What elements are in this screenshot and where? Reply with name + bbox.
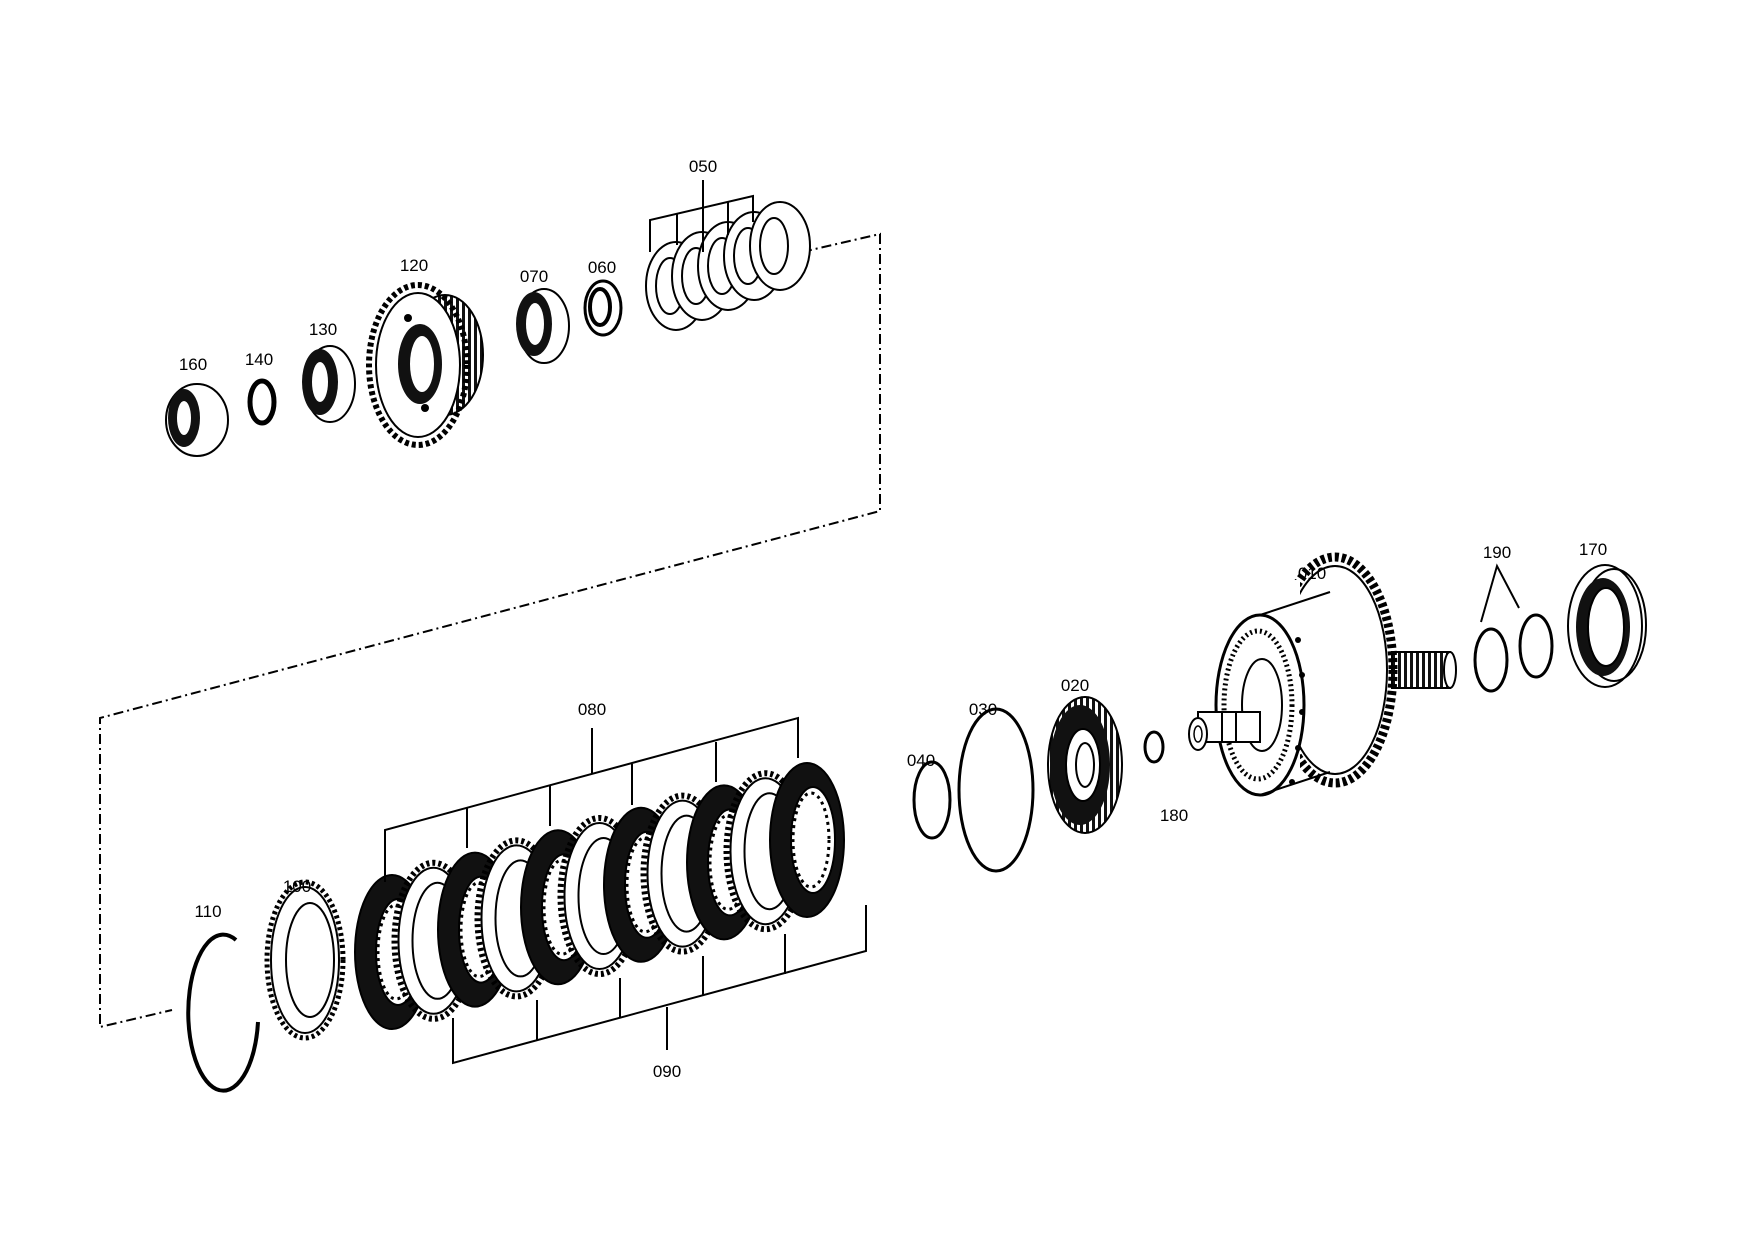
clutch-pack — [354, 762, 845, 1030]
label-190: 190 — [1483, 543, 1511, 562]
leader-090 — [452, 905, 867, 1065]
label-100: 100 — [283, 877, 311, 896]
part-100-end-plate — [264, 879, 346, 1041]
part-160-bearing — [165, 383, 229, 457]
label-030: 030 — [969, 700, 997, 719]
part-120-gear — [366, 282, 484, 448]
part-070-bearing — [516, 288, 570, 364]
label-140: 140 — [245, 350, 273, 369]
part-030-ring — [957, 707, 1035, 873]
leader-080 — [384, 716, 799, 882]
part-050-shim-set — [645, 201, 811, 331]
part-140-snap-ring — [247, 378, 277, 426]
assembly-reference-line — [99, 232, 881, 1029]
label-040: 040 — [907, 751, 935, 770]
label-020: 020 — [1061, 676, 1089, 695]
label-070: 070 — [520, 267, 548, 286]
part-130-bearing — [302, 345, 356, 423]
part-010-carrier-shaft — [1188, 552, 1457, 800]
label-050: 050 — [689, 157, 717, 176]
leader-190 — [1480, 563, 1520, 623]
part-170-seal — [1567, 564, 1647, 688]
label-110: 110 — [194, 902, 221, 921]
part-060-ring — [583, 279, 623, 337]
part-040-ring — [912, 760, 952, 840]
label-170: 170 — [1579, 540, 1607, 559]
leader-050 — [649, 180, 754, 252]
part-190-o-rings — [1473, 613, 1554, 693]
part-110-snap-ring — [186, 932, 260, 1093]
clutch-friction-disc — [769, 762, 845, 918]
label-080: 080 — [578, 700, 606, 719]
label-120: 120 — [400, 256, 428, 275]
label-130: 130 — [309, 320, 337, 339]
label-010: 010 — [1298, 564, 1326, 583]
part-020-bearing — [1047, 696, 1123, 834]
label-180: 180 — [1160, 806, 1188, 825]
part-180-ring — [1143, 730, 1165, 764]
label-060: 060 — [588, 258, 616, 277]
label-160: 160 — [179, 355, 207, 374]
label-090: 090 — [653, 1062, 681, 1081]
